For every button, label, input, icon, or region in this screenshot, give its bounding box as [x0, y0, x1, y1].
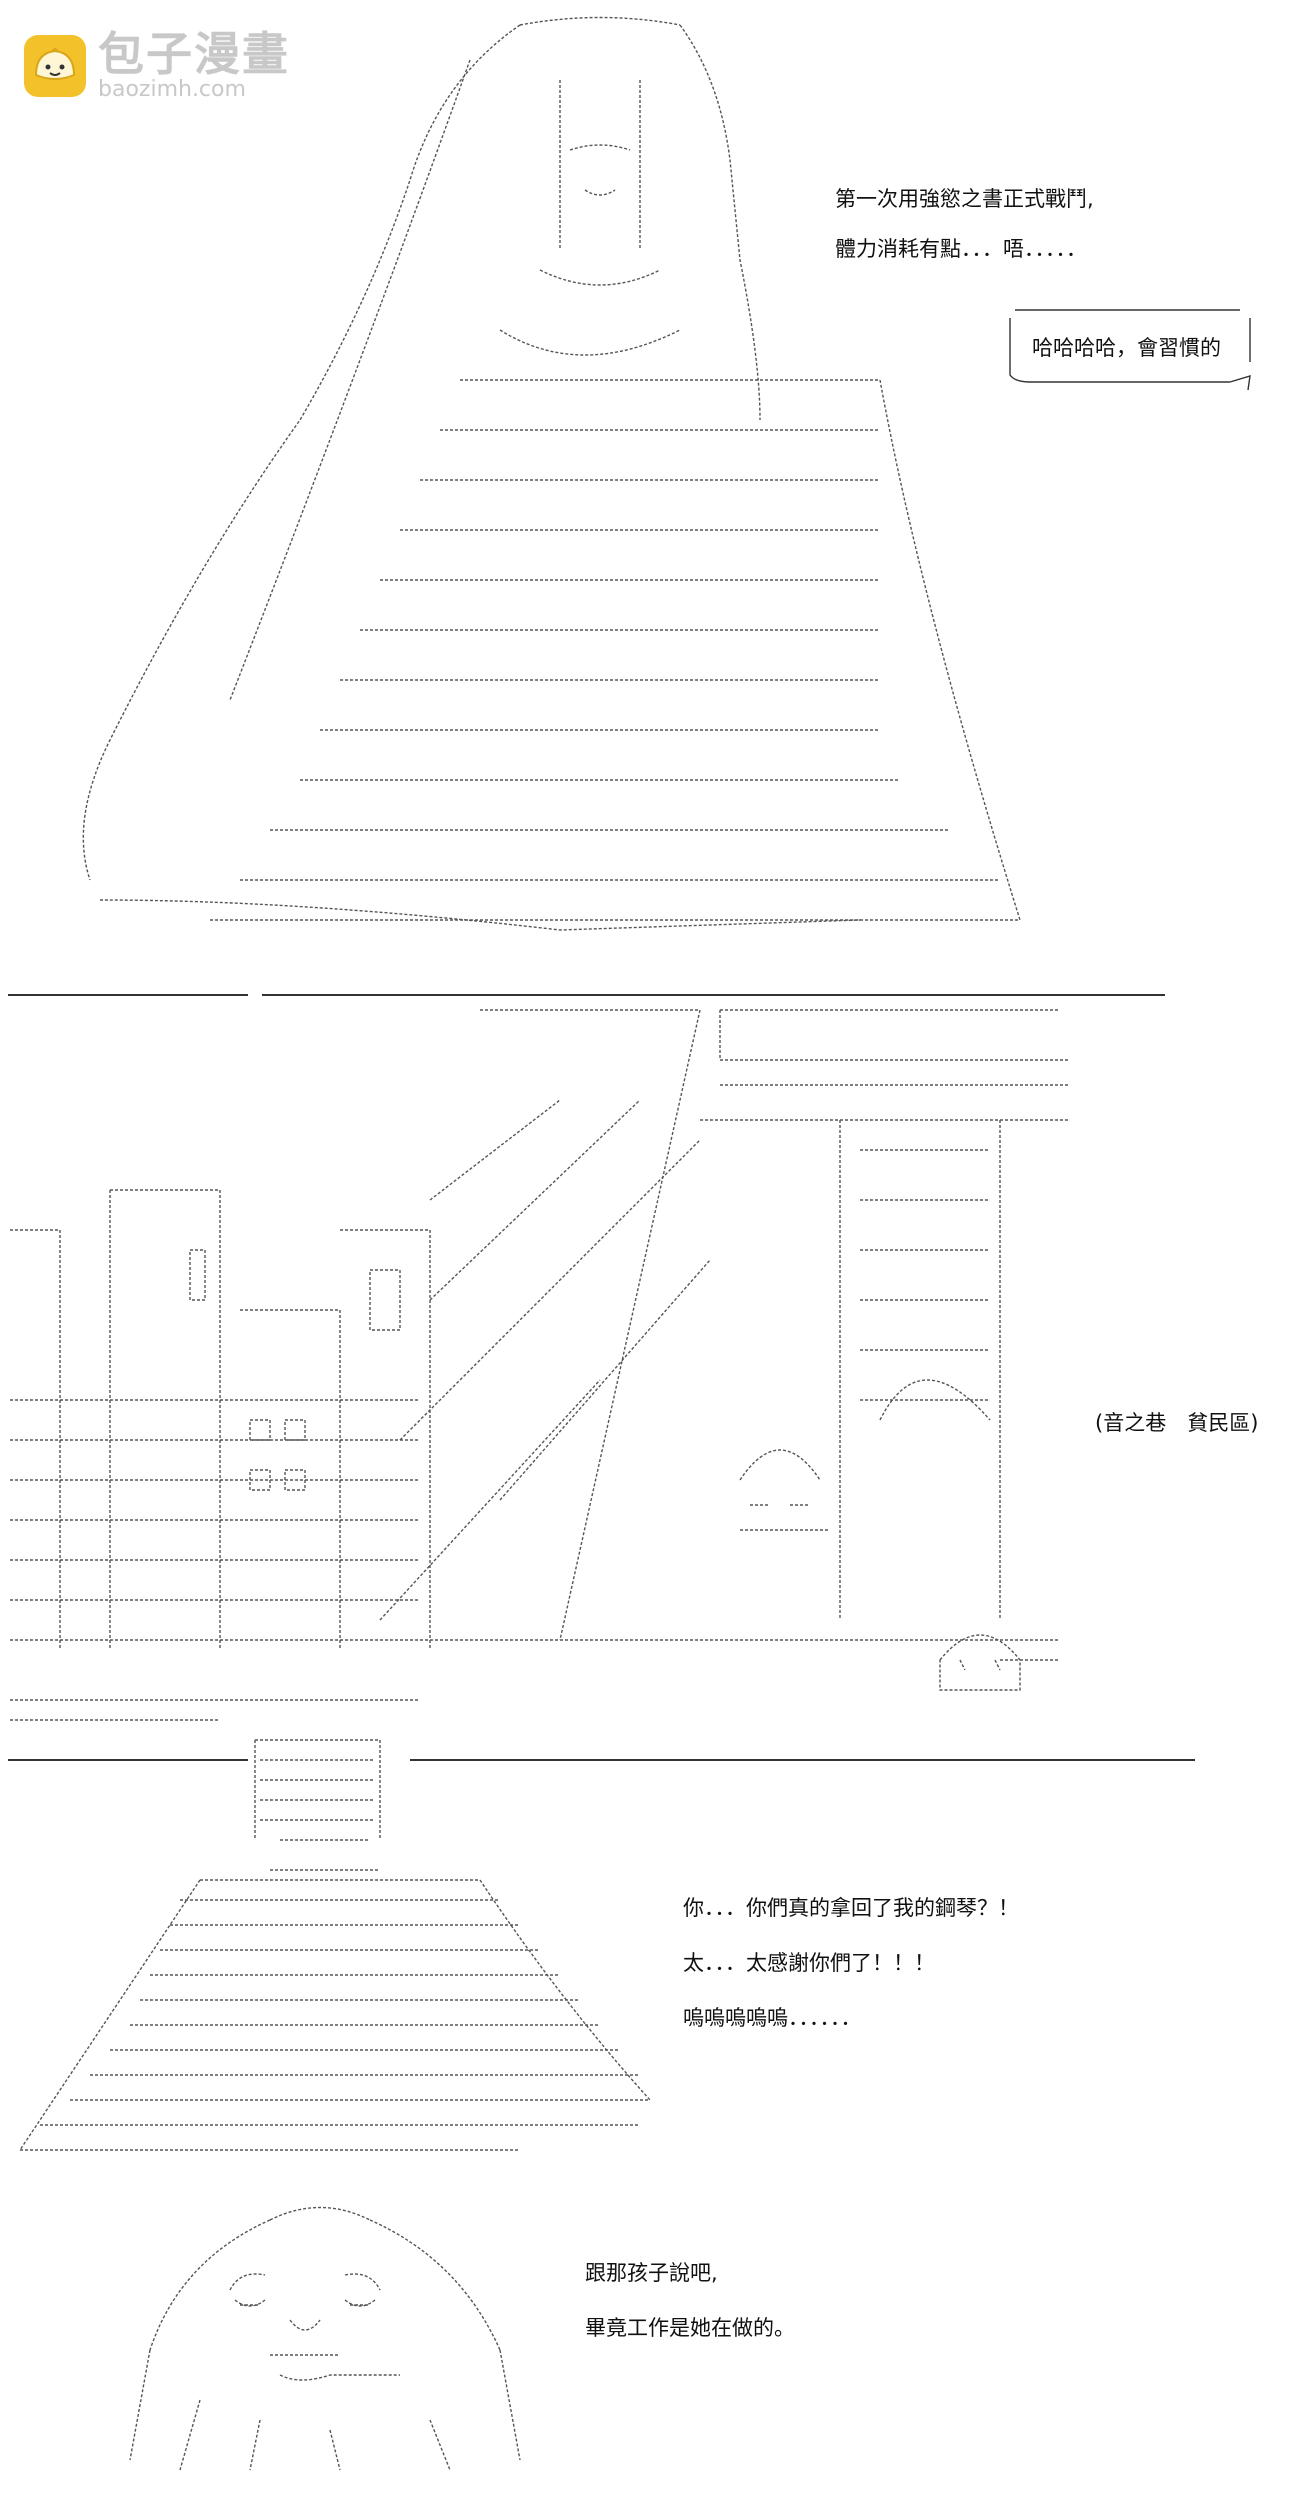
watermark-url: baozimh.com — [98, 77, 246, 102]
bun-logo-icon — [24, 35, 86, 97]
watermark-name: 包子漫畫 — [98, 27, 290, 81]
speech-bubble — [1009, 309, 1251, 391]
crying-figure — [19, 1739, 651, 2151]
watermark: 包子漫畫 baozimh.com — [22, 30, 290, 102]
panel4-dialogue-line1: 跟那孩子說吧, — [585, 2261, 718, 2285]
panel1-narration-line1: 第一次用強慾之書正式戰鬥, — [835, 187, 1094, 211]
panel3-dialogue-line2: 太．．．太感謝你們了！！！ — [683, 1951, 935, 1975]
panel3-dialogue-line1: 你．．．你們真的拿回了我的鋼琴？！ — [683, 1896, 1019, 1920]
smiling-round-character — [129, 2206, 521, 2471]
slum-street-scene — [10, 1009, 1070, 1721]
location-caption: (音之巷 貧民區) — [1095, 1411, 1259, 1435]
panel4-dialogue-line2: 畢竟工作是她在做的。 — [585, 2316, 795, 2340]
panel1-narration-line2: 體力消耗有點．．．唔．．．．． — [835, 237, 1087, 261]
long-haired-girl-figure — [82, 16, 1021, 931]
panel1-bubble-text: 哈哈哈哈，會習慣的 — [1032, 336, 1221, 360]
panel3-dialogue-line3: 嗚嗚嗚嗚嗚．．．．．． — [683, 2006, 862, 2030]
